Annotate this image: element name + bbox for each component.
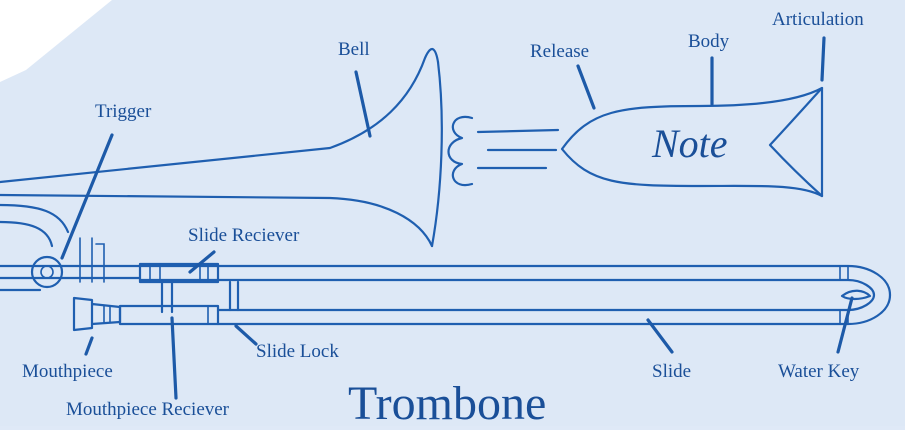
breath-streaks xyxy=(478,130,558,168)
label-slide-receiver: Slide Reciever xyxy=(188,226,299,245)
leader-mouthpiece-receiver xyxy=(172,318,176,398)
label-bell: Bell xyxy=(338,40,370,59)
valve-tube xyxy=(80,238,104,282)
diagram-title: Trombone xyxy=(348,380,546,428)
bell-rim xyxy=(432,62,442,246)
breath-puff xyxy=(449,117,473,185)
label-body: Body xyxy=(688,32,729,51)
leader-slide-receiver xyxy=(190,252,214,272)
label-water-key: Water Key xyxy=(778,362,859,381)
label-slide: Slide xyxy=(652,362,691,381)
tuning-loop xyxy=(0,205,68,246)
brace-post xyxy=(162,282,238,312)
label-mouthpiece: Mouthpiece xyxy=(22,362,113,381)
water-key-lever xyxy=(842,291,870,299)
label-articulation: Articulation xyxy=(772,10,864,29)
label-trigger: Trigger xyxy=(95,102,151,121)
leader-release xyxy=(578,66,594,108)
bell-upper-edge xyxy=(0,49,438,182)
mouthpiece-receiver-shape xyxy=(120,306,218,324)
leader-mouthpiece xyxy=(86,338,92,354)
slide-lower xyxy=(218,295,890,324)
mouthpiece-shape xyxy=(74,298,120,330)
upper-tube xyxy=(0,266,140,290)
leader-articulation xyxy=(822,38,824,80)
trigger-wheel xyxy=(32,257,62,287)
label-slide-lock: Slide Lock xyxy=(256,342,339,361)
leader-bell xyxy=(356,72,370,136)
note-word: Note xyxy=(652,124,728,164)
leader-slide-lock xyxy=(236,326,256,344)
label-release: Release xyxy=(530,42,589,61)
note-articulation-notch xyxy=(770,88,822,196)
trigger-wheel-inner xyxy=(41,266,53,278)
label-mouthpiece-receiver: Mouthpiece Reciever xyxy=(66,400,229,419)
slide-upper xyxy=(140,266,890,295)
corner-fold xyxy=(0,0,112,82)
